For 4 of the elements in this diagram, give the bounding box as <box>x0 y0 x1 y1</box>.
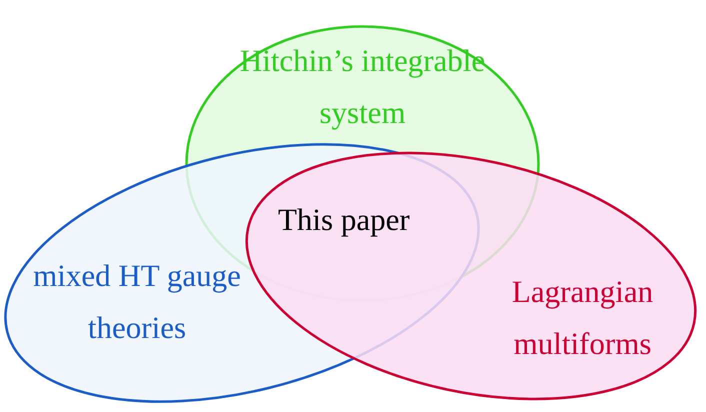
set-label: Lagrangian multiforms <box>510 273 654 363</box>
set-label: mixed HT gauge theories <box>32 257 242 347</box>
set-label: Hitchin’s integrable system <box>238 42 486 132</box>
intersection-label: This paper <box>278 202 410 238</box>
